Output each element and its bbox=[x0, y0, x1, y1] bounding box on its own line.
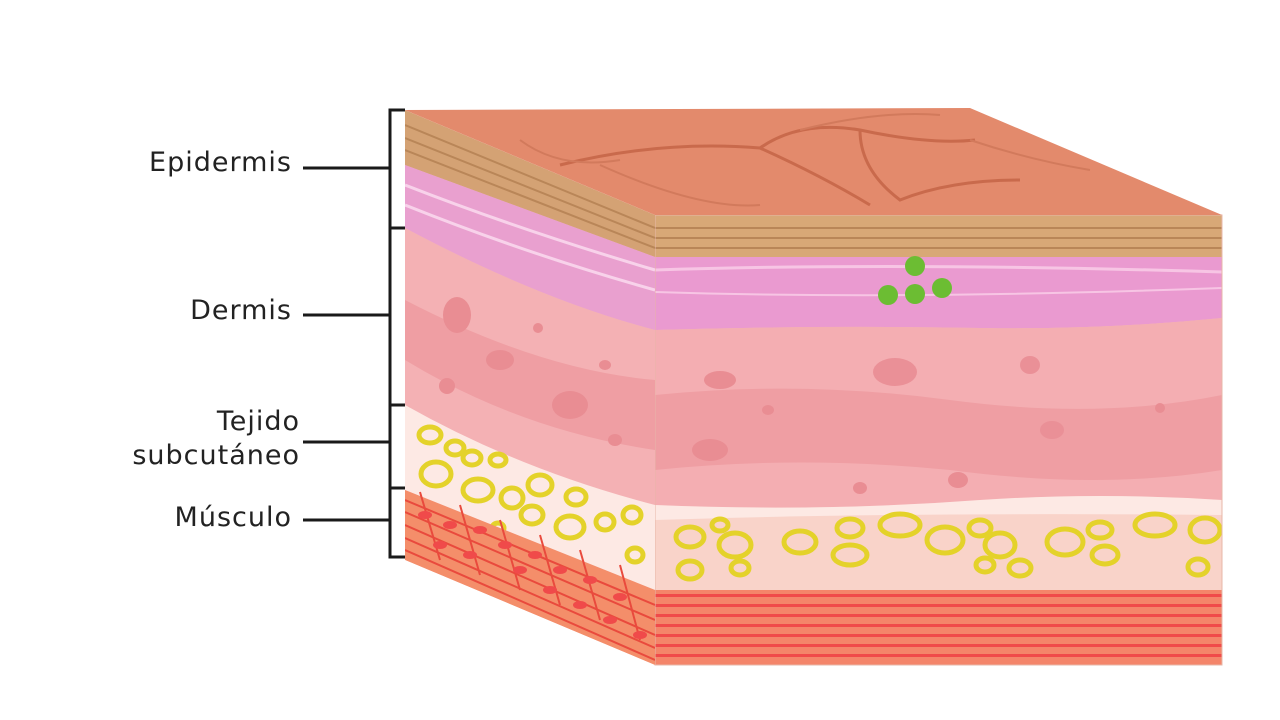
side-face bbox=[405, 110, 655, 665]
label-epidermis: Epidermis bbox=[149, 147, 292, 178]
label-tejido-subcutaneo: Tejido subcutáneo bbox=[100, 405, 300, 473]
label-tejido-line1: Tejido bbox=[216, 406, 300, 437]
green-cells bbox=[878, 256, 952, 305]
label-musculo: Músculo bbox=[174, 502, 292, 533]
label-dermis: Dermis bbox=[190, 295, 292, 326]
front-face bbox=[655, 215, 1222, 665]
layer-bracket bbox=[303, 108, 405, 559]
label-tejido-line2: subcutáneo bbox=[132, 440, 300, 471]
top-face bbox=[405, 108, 1222, 215]
